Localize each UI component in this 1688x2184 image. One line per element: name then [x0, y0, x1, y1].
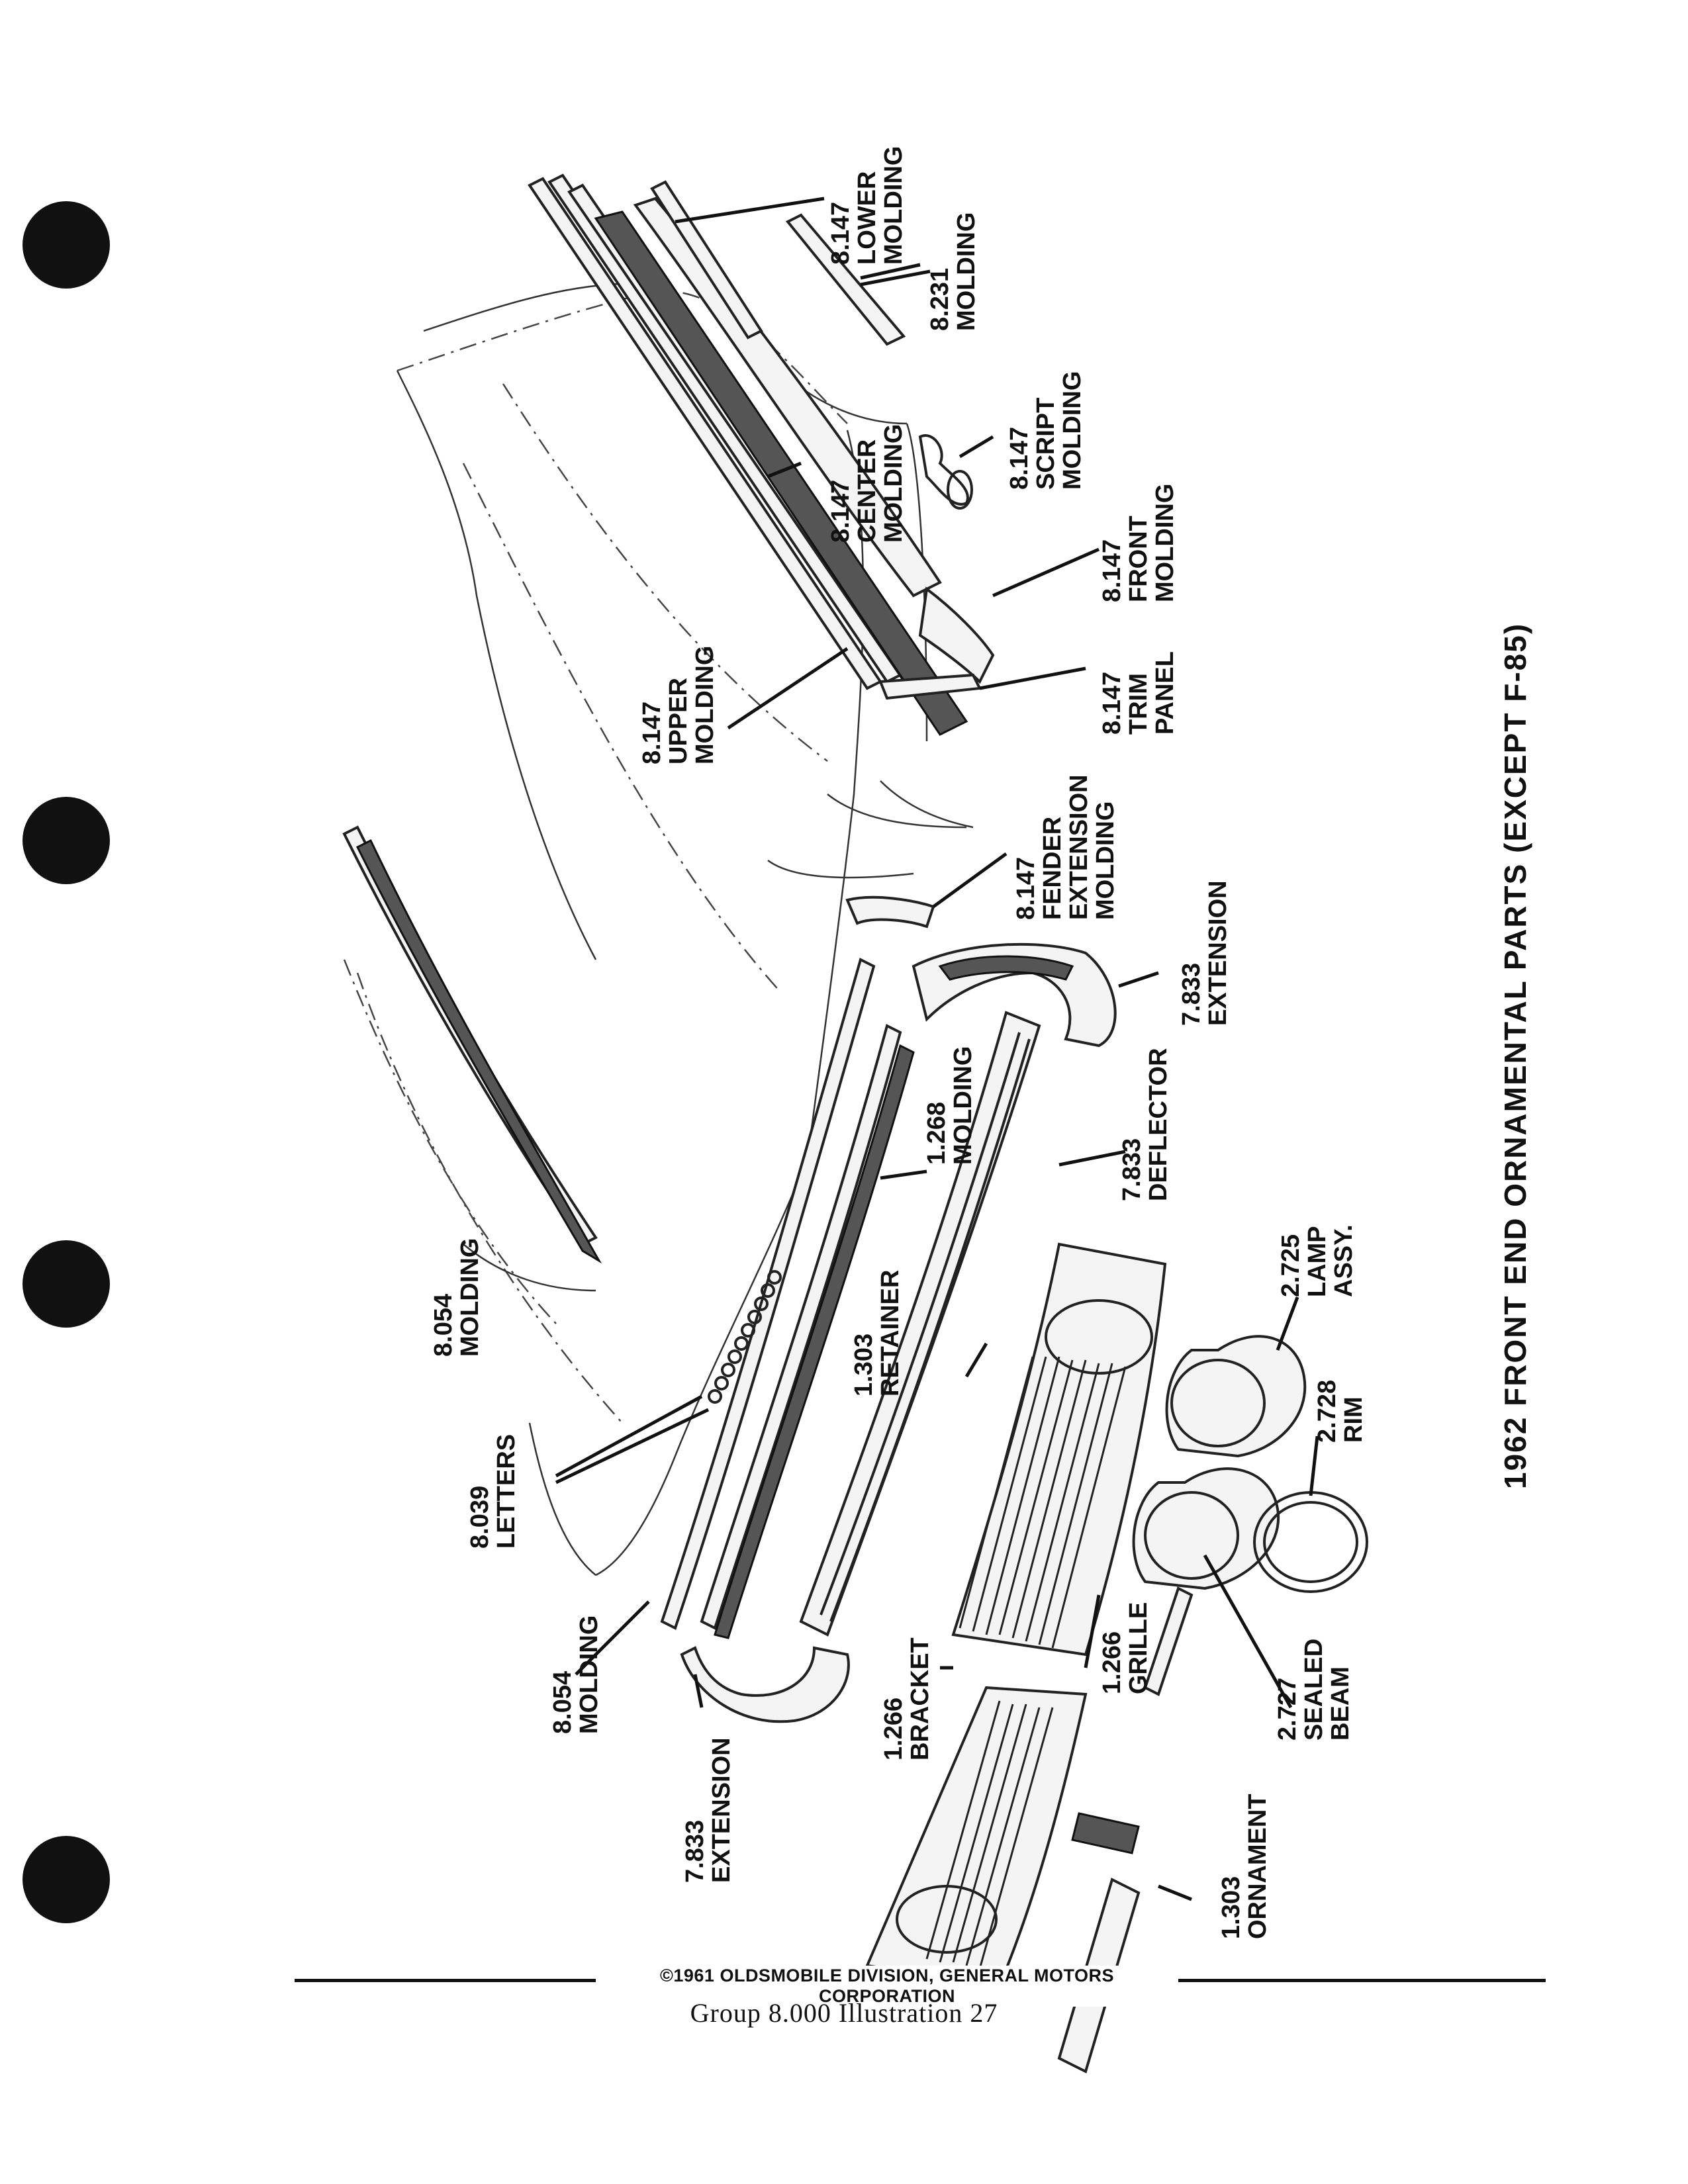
callout-text: FENDER — [1039, 816, 1066, 920]
callout-extension-left: 7.833 EXTENSION — [681, 1737, 735, 1883]
binder-hole-2 — [23, 797, 110, 884]
callout-text: SEALED — [1300, 1638, 1328, 1741]
extension-right-part — [912, 942, 1117, 1048]
callout-center-molding: 8.147 CENTER MOLDING — [827, 424, 908, 543]
callout-text: EXTENSION — [708, 1737, 735, 1883]
callout-text: MOLDING — [1092, 801, 1119, 920]
callout-text: MOLDING — [880, 424, 908, 543]
callout-number: 2.725 — [1277, 1234, 1305, 1297]
callout-text: MOLDING — [691, 645, 719, 764]
callout-text: LAMP — [1303, 1226, 1331, 1297]
callout-text: EXTENSION — [1204, 880, 1232, 1026]
extension-left-part — [680, 1646, 850, 1723]
lower-grille-part — [865, 1686, 1088, 1987]
callout-fender-extension-molding: 8.147 FENDER EXTENSION MOLDING — [1012, 774, 1119, 920]
callout-text: TRIM — [1125, 673, 1152, 735]
callout-number: 7.833 — [1178, 962, 1205, 1026]
callout-number: 8.039 — [466, 1485, 494, 1549]
callout-bracket: 1.266 BRACKET — [880, 1637, 934, 1760]
callout-number: 8.147 — [1098, 671, 1126, 735]
sealed-beam-part — [1132, 1467, 1280, 1590]
callout-rim: 2.728 RIM — [1313, 1379, 1368, 1443]
callout-text: SCRIPT — [1032, 397, 1060, 490]
callout-text: DEFLECTOR — [1145, 1048, 1172, 1201]
callout-script-molding: 8.147 SCRIPT MOLDING — [1006, 371, 1086, 490]
callout-text: LOWER — [853, 171, 881, 265]
callout-lamp-assy: 2.725 LAMP ASSY. — [1277, 1224, 1358, 1297]
fender-extension-molding-part — [845, 895, 935, 929]
hood-molding — [342, 825, 602, 1264]
callout-lower-molding: 8.147 LOWER MOLDING — [827, 146, 908, 265]
callout-deflector: 7.833 DEFLECTOR — [1118, 1048, 1172, 1201]
callout-ornament: 1.303 ORNAMENT — [1217, 1794, 1272, 1939]
lamp-assembly-part — [1165, 1335, 1307, 1458]
callout-sealed-beam: 2.727 SEALED BEAM — [1274, 1639, 1354, 1741]
script-emblem — [918, 434, 973, 510]
group-illustration-line: Group 8.000 Illustration 27 — [690, 1998, 998, 2028]
callout-number: 7.833 — [1118, 1138, 1146, 1201]
callout-retainer: 1.303 RETAINER — [850, 1269, 904, 1396]
callout-text: RETAINER — [876, 1269, 904, 1396]
page-title: 1962 FRONT END ORNAMENTAL PARTS (EXCEPT … — [1498, 622, 1532, 1489]
binder-hole-1 — [23, 201, 110, 289]
callout-number: 1.268 — [923, 1101, 951, 1165]
oldsmobile-letters — [708, 1270, 782, 1404]
callout-text: MOLDING — [953, 212, 980, 331]
callout-text: MOLDING — [949, 1046, 977, 1165]
callout-text: MOLDING — [1151, 483, 1179, 602]
deflector-part — [799, 1011, 1041, 1637]
callout-grille: 1.266 GRILLE — [1098, 1602, 1152, 1694]
bumper-moldings — [660, 958, 915, 1639]
callout-upper-molding: 8.147 UPPER MOLDING — [638, 645, 719, 764]
binder-hole-3 — [23, 1240, 110, 1328]
callout-number: 1.266 — [1098, 1631, 1126, 1694]
upper-moldings — [528, 173, 995, 736]
callout-trim-panel: 8.147 TRIM PANEL — [1098, 651, 1179, 735]
callout-lower-hood-molding: 8.054 MOLDING — [549, 1615, 603, 1734]
callout-number: 8.054 — [549, 1670, 577, 1734]
callout-extension-right: 7.833 EXTENSION — [1178, 880, 1232, 1026]
callout-text: UPPER — [665, 678, 692, 764]
callout-number: 1.303 — [850, 1333, 878, 1396]
callout-text: MOLDING — [880, 146, 908, 265]
callout-molding-8231: 8.231 MOLDING — [926, 212, 980, 331]
callout-text: ASSY. — [1330, 1224, 1358, 1297]
callout-number: 8.054 — [430, 1293, 457, 1357]
binder-hole-4 — [23, 1836, 110, 1923]
callout-text: CENTER — [853, 439, 881, 543]
callout-text: GRILLE — [1125, 1602, 1152, 1694]
callout-text: MOLDING — [1058, 371, 1086, 490]
callout-text: ORNAMENT — [1244, 1794, 1272, 1939]
callout-text: BEAM — [1327, 1666, 1354, 1741]
callout-text: RIM — [1340, 1396, 1368, 1443]
callout-text: MOLDING — [575, 1615, 603, 1734]
callout-text: BRACKET — [906, 1637, 934, 1760]
callout-letters: 8.039 LETTERS — [466, 1433, 520, 1549]
callout-number: 8.147 — [1098, 539, 1126, 602]
callout-number: 1.266 — [880, 1697, 908, 1760]
callout-text: MOLDING — [456, 1238, 484, 1357]
callout-number: 8.231 — [926, 267, 954, 331]
callout-text: LETTERS — [492, 1433, 520, 1549]
callout-number: 8.147 — [1006, 426, 1033, 490]
callout-number: 7.833 — [681, 1819, 709, 1883]
callout-number: 8.147 — [638, 701, 666, 764]
callout-number: 2.727 — [1274, 1677, 1301, 1741]
callout-number: 8.147 — [827, 201, 855, 265]
callout-text: EXTENSION — [1065, 774, 1093, 920]
copyright-line: ©1961 OLDSMOBILE DIVISION, GENERAL MOTOR… — [596, 1966, 1178, 2007]
callout-text: FRONT — [1125, 516, 1152, 602]
callout-front-molding: 8.147 FRONT MOLDING — [1098, 483, 1179, 602]
callout-molding-1268: 1.268 MOLDING — [923, 1046, 977, 1165]
callout-text: PANEL — [1151, 651, 1179, 735]
callout-number: 2.728 — [1313, 1379, 1341, 1443]
leader-lines — [555, 197, 1319, 1901]
callout-number: 8.147 — [827, 479, 855, 543]
callout-number: 1.303 — [1217, 1876, 1245, 1939]
callout-number: 8.147 — [1012, 856, 1040, 920]
upper-grille-part — [951, 1242, 1167, 1657]
callout-hood-molding: 8.054 MOLDING — [430, 1238, 484, 1357]
